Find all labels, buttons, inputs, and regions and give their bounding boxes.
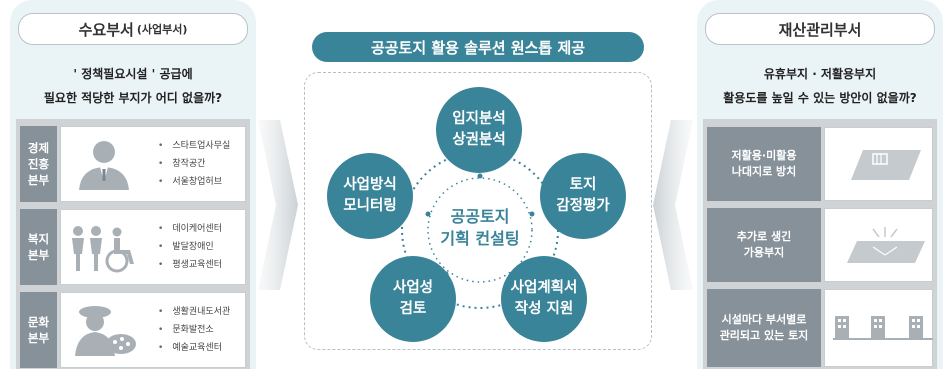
question-line-1: 유휴부지 · 저활용부지 <box>763 67 877 81</box>
problem-card <box>824 289 933 367</box>
facility-item: 문화발전소 <box>158 321 230 339</box>
buildings-icon <box>833 316 933 340</box>
new-land-icon <box>847 227 925 263</box>
node-method-monitoring: 사업방식 모니터링 <box>327 153 413 239</box>
problem-label: 추가로 생긴 가용부지 <box>707 208 821 282</box>
department-label: 복지 본부 <box>20 209 57 285</box>
panel-question: 유휴부지 · 저활용부지 활용도를 높일 수 있는 방안이 없을까? <box>697 62 943 110</box>
node-land-appraisal: 토지 감정평가 <box>540 153 626 239</box>
node-feasibility-review: 사업성 검토 <box>370 256 456 342</box>
problem-card <box>824 127 933 201</box>
department-row: 경제 진흥 본부 스타트업사무실 창작공간 서울창업허브 <box>16 126 250 202</box>
vacant-lot-icon <box>851 150 921 180</box>
panel-title-sub: (사업부서) <box>136 23 188 36</box>
facility-item: 생활권내도서관 <box>158 303 230 321</box>
department-list: 경제 진흥 본부 스타트업사무실 창작공간 서울창업허브 복지 본부 <box>16 119 250 369</box>
department-label: 경제 진흥 본부 <box>20 126 57 202</box>
node-location-analysis: 입지분석 상권분석 <box>436 87 522 173</box>
problem-row: 저활용·미활용 나대지로 방치 <box>703 127 937 201</box>
panel-title: 재산관리부서 <box>705 13 935 45</box>
problem-label: 저활용·미활용 나대지로 방치 <box>707 127 821 201</box>
facility-list: 스타트업사무실 창작공간 서울창업허브 <box>158 137 230 191</box>
solution-banner: 공공토지 활용 솔루션 원스톱 제공 <box>312 32 644 62</box>
property-management-panel: 재산관리부서 유휴부지 · 저활용부지 활용도를 높일 수 있는 방안이 없을까… <box>697 0 943 369</box>
facility-item: 서울창업허브 <box>158 173 230 191</box>
question-line-2: 필요한 적당한 부지가 어디 없을까? <box>43 91 223 105</box>
facility-list: 생활권내도서관 문화발전소 예술교육센터 <box>158 303 230 357</box>
problem-row: 시설마다 부서별로 관리되고 있는 토지 <box>703 289 937 367</box>
panel-question: ' 정책필요시설 ' 공급에 필요한 적당한 부지가 어디 없을까? <box>10 62 256 110</box>
artist-palette-icon <box>75 306 136 356</box>
problem-label: 시설마다 부서별로 관리되고 있는 토지 <box>707 289 821 367</box>
panel-title: 수요부서 (사업부서) <box>18 13 248 45</box>
facility-item: 데이케어센터 <box>158 220 222 238</box>
facility-item: 예술교육센터 <box>158 339 230 357</box>
department-card: 생활권내도서관 문화발전소 예술교육센터 <box>60 292 246 368</box>
department-row: 복지 본부 데이케어센터 발달장애인 평생교육센터 <box>16 209 250 285</box>
family-wheelchair-icon <box>72 226 134 273</box>
facility-item: 평생교육센터 <box>158 256 222 274</box>
facility-item: 창작공간 <box>158 155 230 173</box>
demand-department-panel: 수요부서 (사업부서) ' 정책필요시설 ' 공급에 필요한 적당한 부지가 어… <box>10 0 256 369</box>
department-label: 문화 본부 <box>20 292 57 368</box>
consulting-frame <box>304 72 652 350</box>
problem-list: 저활용·미활용 나대지로 방치 추가로 생긴 가용부지 <box>703 119 937 369</box>
left-arrow-icon <box>653 120 693 290</box>
question-line-1: ' 정책필요시설 ' 공급에 <box>73 67 193 81</box>
node-business-plan: 사업계획서 작성 지원 <box>501 256 587 342</box>
facility-list: 데이케어센터 발달장애인 평생교육센터 <box>158 220 222 274</box>
department-card: 스타트업사무실 창작공간 서울창업허브 <box>60 126 246 202</box>
department-card: 데이케어센터 발달장애인 평생교육센터 <box>60 209 246 285</box>
facility-item: 발달장애인 <box>158 238 222 256</box>
right-arrow-icon <box>258 120 298 290</box>
consulting-hub-label: 공공토지 기획 컨설팅 <box>440 207 520 248</box>
business-person-icon <box>79 141 129 190</box>
facility-item: 스타트업사무실 <box>158 137 230 155</box>
panel-title-text: 수요부서 <box>78 20 134 39</box>
question-line-2: 활용도를 높일 수 있는 방안이 없을까? <box>723 91 917 105</box>
department-row: 문화 본부 생활권내도서관 문화발전소 예술교육센터 <box>16 292 250 368</box>
problem-row: 추가로 생긴 가용부지 <box>703 208 937 282</box>
problem-card <box>824 208 933 282</box>
